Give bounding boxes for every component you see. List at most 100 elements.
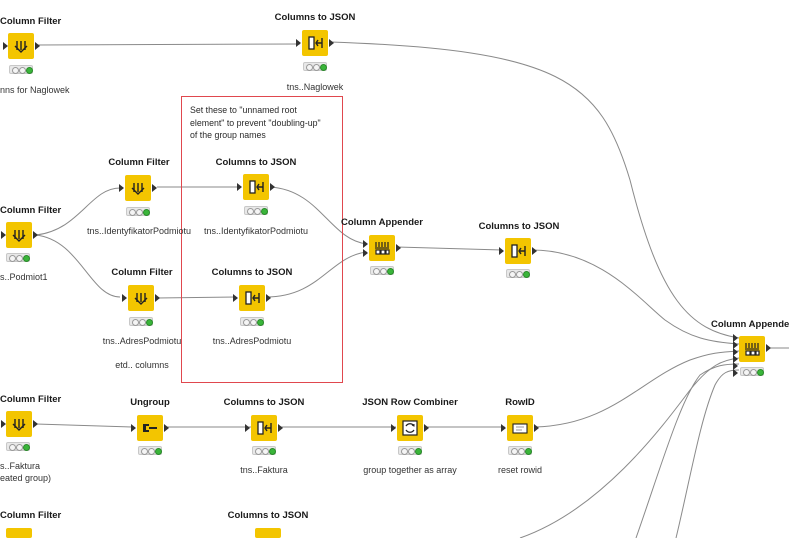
edge bbox=[531, 249, 740, 345]
node-status-indicator bbox=[508, 446, 532, 455]
input-port[interactable] bbox=[733, 348, 738, 356]
columns-to-json-node[interactable] bbox=[255, 528, 281, 538]
input-port[interactable] bbox=[391, 424, 396, 432]
node-status-indicator bbox=[6, 442, 30, 451]
column-filter-icon bbox=[14, 41, 28, 53]
columns-to-json-icon bbox=[257, 421, 272, 435]
output-port[interactable] bbox=[534, 424, 539, 432]
json-row-combiner-icon bbox=[402, 420, 418, 436]
node-title: Column Filter bbox=[0, 16, 62, 27]
output-port[interactable] bbox=[329, 39, 334, 47]
workflow-annotation[interactable]: Set these to "unnamed root element" to p… bbox=[181, 96, 343, 383]
node-status-indicator bbox=[370, 266, 394, 275]
edge bbox=[519, 357, 740, 538]
node-description: reset rowid bbox=[497, 465, 543, 475]
column-appender-node[interactable] bbox=[369, 235, 395, 261]
input-port[interactable] bbox=[3, 42, 8, 50]
node-title: Columns to JSON bbox=[227, 510, 309, 521]
edge bbox=[635, 363, 740, 538]
column-filter-node[interactable] bbox=[6, 528, 32, 538]
columns-to-json-node[interactable] bbox=[243, 174, 269, 200]
node-title: Columns to JSON bbox=[215, 157, 297, 168]
input-port[interactable] bbox=[733, 362, 738, 370]
columns-to-json-icon bbox=[511, 244, 526, 258]
node-title: Column Appender bbox=[341, 217, 423, 228]
node-title: Column Filter bbox=[111, 267, 173, 278]
annotation-text: Set these to "unnamed root element" to p… bbox=[190, 105, 321, 140]
node-title: JSON Row Combiner bbox=[362, 397, 458, 408]
input-port[interactable] bbox=[119, 184, 124, 192]
output-port[interactable] bbox=[396, 244, 401, 252]
columns-to-json-node[interactable] bbox=[251, 415, 277, 441]
output-port[interactable] bbox=[266, 294, 271, 302]
input-port[interactable] bbox=[733, 369, 738, 377]
output-port[interactable] bbox=[278, 424, 283, 432]
column-filter-node[interactable] bbox=[6, 411, 32, 437]
column-filter-node[interactable] bbox=[128, 285, 154, 311]
rowid-node[interactable] bbox=[507, 415, 533, 441]
node-description: nns for Naglowek bbox=[0, 85, 70, 95]
output-port[interactable] bbox=[424, 424, 429, 432]
node-description: tns..AdresPodmiotu bbox=[212, 336, 292, 346]
column-appender-node[interactable] bbox=[739, 336, 765, 362]
node-status-indicator bbox=[240, 317, 264, 326]
column-filter-icon bbox=[134, 293, 148, 305]
input-port[interactable] bbox=[233, 294, 238, 302]
node-description: s..Faktura bbox=[0, 461, 41, 471]
input-port[interactable] bbox=[122, 294, 127, 302]
node-status-indicator bbox=[740, 367, 764, 376]
output-port[interactable] bbox=[270, 183, 275, 191]
input-port[interactable] bbox=[733, 334, 738, 342]
node-description: tns..Naglowek bbox=[286, 82, 344, 92]
column-filter-icon bbox=[12, 419, 26, 431]
node-title: Columns to JSON bbox=[211, 267, 293, 278]
node-description: tns..IdentyfikatorPodmiotu bbox=[203, 226, 309, 236]
column-filter-node[interactable] bbox=[6, 222, 32, 248]
edge bbox=[396, 246, 503, 251]
columns-to-json-icon bbox=[249, 180, 264, 194]
column-filter-icon bbox=[131, 183, 145, 195]
input-port[interactable] bbox=[296, 39, 301, 47]
column-filter-node[interactable] bbox=[8, 33, 34, 59]
output-port[interactable] bbox=[33, 231, 38, 239]
node-status-indicator bbox=[252, 446, 276, 455]
ungroup-icon bbox=[143, 424, 157, 432]
output-port[interactable] bbox=[152, 184, 157, 192]
columns-to-json-node[interactable] bbox=[239, 285, 265, 311]
output-port[interactable] bbox=[532, 247, 537, 255]
node-description: s..Podmiot1 bbox=[0, 272, 48, 282]
input-port[interactable] bbox=[733, 355, 738, 363]
input-port[interactable] bbox=[1, 231, 6, 239]
node-description: tns..Faktura bbox=[240, 465, 288, 475]
node-description: group together as array bbox=[363, 465, 457, 475]
edge bbox=[156, 296, 237, 299]
node-status-indicator bbox=[129, 317, 153, 326]
output-port[interactable] bbox=[35, 42, 40, 50]
input-port[interactable] bbox=[1, 420, 6, 428]
columns-to-json-node[interactable] bbox=[302, 30, 328, 56]
output-port[interactable] bbox=[155, 294, 160, 302]
rowid-icon bbox=[512, 423, 528, 434]
columns-to-json-icon bbox=[245, 291, 260, 305]
columns-to-json-node[interactable] bbox=[505, 238, 531, 264]
ungroup-node[interactable] bbox=[137, 415, 163, 441]
json-row-combiner-node[interactable] bbox=[397, 415, 423, 441]
input-port[interactable] bbox=[733, 341, 738, 349]
edge bbox=[269, 186, 368, 245]
node-status-indicator bbox=[303, 62, 327, 71]
output-port[interactable] bbox=[766, 344, 771, 352]
output-port[interactable] bbox=[164, 424, 169, 432]
column-appender-icon bbox=[375, 242, 390, 255]
input-port[interactable] bbox=[245, 424, 250, 432]
input-port[interactable] bbox=[499, 247, 504, 255]
edge bbox=[330, 41, 740, 339]
column-filter-node[interactable] bbox=[125, 175, 151, 201]
input-port[interactable] bbox=[363, 249, 368, 257]
input-port[interactable] bbox=[237, 183, 242, 191]
input-port[interactable] bbox=[501, 424, 506, 432]
input-port[interactable] bbox=[131, 424, 136, 432]
output-port[interactable] bbox=[33, 420, 38, 428]
edge bbox=[35, 187, 121, 236]
input-port[interactable] bbox=[363, 240, 368, 248]
